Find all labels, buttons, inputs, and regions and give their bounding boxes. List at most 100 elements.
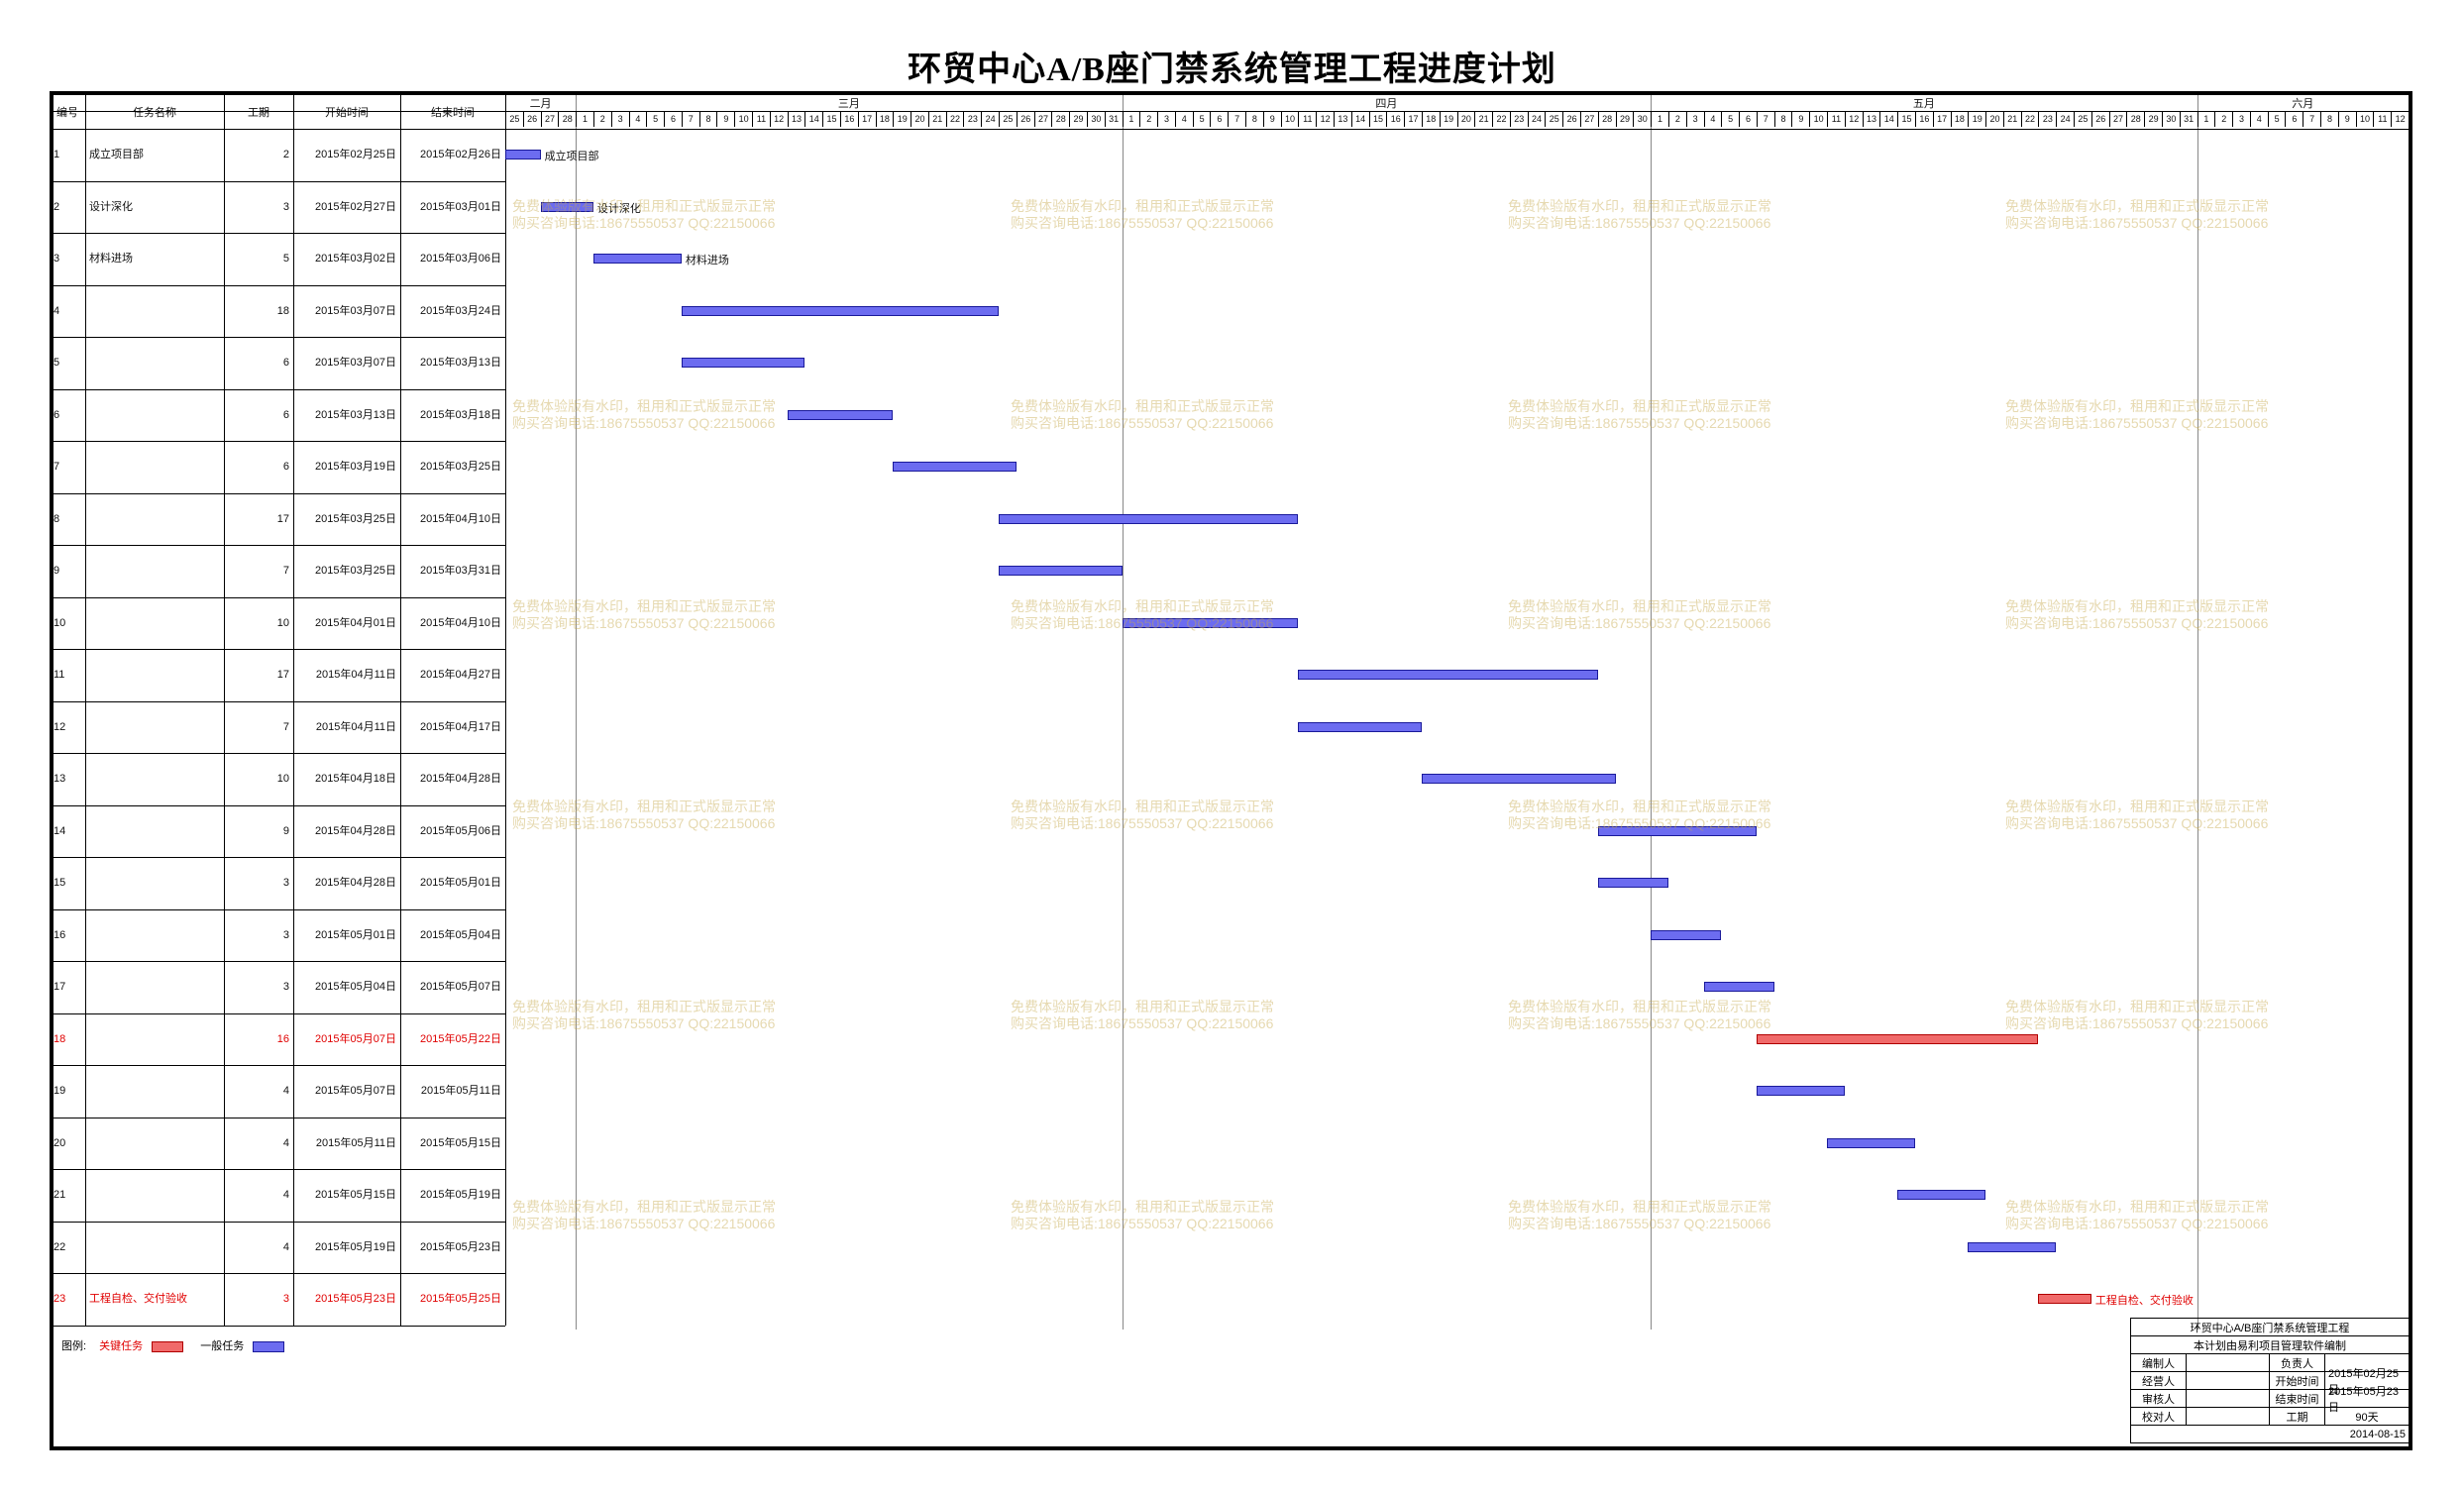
footer-key: 开始时间 xyxy=(2270,1372,2325,1389)
task-start: 2015年04月11日 xyxy=(315,720,396,733)
task-start: 2015年05月01日 xyxy=(315,928,396,941)
footer-value xyxy=(2187,1354,2270,1371)
task-start: 2015年03月13日 xyxy=(315,408,396,421)
task-name xyxy=(89,1013,220,1066)
footer-note: 本计划由易利项目管理软件编制 xyxy=(2131,1336,2410,1353)
day-header: 5 xyxy=(2267,111,2286,127)
task-duration: 7 xyxy=(282,720,289,733)
task-end: 2015年05月11日 xyxy=(420,1085,501,1098)
task-bar[interactable] xyxy=(681,358,805,369)
task-bar[interactable] xyxy=(2038,1294,2091,1305)
day-header: 2 xyxy=(2214,111,2232,127)
day-header: 6 xyxy=(1739,111,1757,127)
task-name: 设计深化 xyxy=(89,200,133,213)
task-num: 19 xyxy=(54,1085,66,1098)
day-header: 19 xyxy=(1439,111,1457,127)
task-duration: 3 xyxy=(282,200,289,213)
task-bar[interactable] xyxy=(1421,774,1616,785)
task-duration: 3 xyxy=(282,981,289,994)
month-divider xyxy=(1651,95,1653,1330)
task-duration: 10 xyxy=(276,773,289,786)
footer-value xyxy=(2187,1390,2270,1407)
day-header: 5 xyxy=(1721,111,1739,127)
day-header: 24 xyxy=(2056,111,2074,127)
task-duration: 17 xyxy=(276,512,289,525)
day-header: 9 xyxy=(2337,111,2356,127)
task-end: 2015年03月18日 xyxy=(420,408,501,421)
task-start: 2015年05月11日 xyxy=(315,1136,396,1149)
day-header: 2 xyxy=(1667,111,1686,127)
day-header: 7 xyxy=(2303,111,2320,127)
task-end: 2015年05月22日 xyxy=(420,1032,501,1045)
task-end: 2015年04月17日 xyxy=(420,720,501,733)
task-num: 7 xyxy=(54,461,60,474)
task-name xyxy=(89,1118,220,1170)
task-bar[interactable] xyxy=(1756,1033,2039,1044)
day-header: 4 xyxy=(1703,111,1722,127)
column-header-start: 开始时间 xyxy=(325,107,369,119)
column-divider xyxy=(224,91,225,1326)
task-duration: 4 xyxy=(282,1136,289,1149)
month-header: 三月 xyxy=(837,98,860,110)
chart-frame xyxy=(50,91,2412,1450)
day-header: 25 xyxy=(999,111,1017,127)
row-divider xyxy=(50,492,505,494)
task-name xyxy=(89,1065,220,1118)
column-header-duration: 工期 xyxy=(248,107,269,119)
row-divider xyxy=(50,649,505,650)
task-start: 2015年04月28日 xyxy=(315,824,396,837)
day-header: 25 xyxy=(505,111,523,127)
task-bar[interactable] xyxy=(1827,1137,1915,1148)
legend-normal-label: 一般任务 xyxy=(200,1340,245,1352)
day-header: 27 xyxy=(2108,111,2127,127)
row-divider xyxy=(50,441,505,442)
day-header: 8 xyxy=(1773,111,1792,127)
task-bar-label: 材料进场 xyxy=(685,255,729,267)
task-bar[interactable] xyxy=(1597,825,1757,836)
task-bar[interactable] xyxy=(1298,670,1598,681)
task-bar[interactable] xyxy=(681,305,1000,316)
task-name xyxy=(89,805,220,858)
task-bar[interactable] xyxy=(999,513,1299,524)
day-header: 9 xyxy=(1791,111,1809,127)
task-bar[interactable] xyxy=(505,150,541,160)
row-divider xyxy=(50,180,505,182)
task-bar[interactable] xyxy=(1756,1086,1845,1097)
task-end: 2015年04月27日 xyxy=(420,669,501,682)
task-bar-label: 设计深化 xyxy=(596,202,641,215)
day-header: 20 xyxy=(1985,111,2003,127)
task-bar[interactable] xyxy=(1122,617,1299,628)
task-bar[interactable] xyxy=(1968,1241,2057,1252)
task-bar[interactable] xyxy=(893,462,1017,473)
row-divider xyxy=(50,284,505,286)
day-header: 11 xyxy=(1827,111,1845,127)
day-header: 23 xyxy=(963,111,981,127)
task-duration: 16 xyxy=(276,1032,289,1045)
task-bar[interactable] xyxy=(1703,982,1774,993)
task-name xyxy=(89,493,220,546)
task-bar[interactable] xyxy=(999,566,1123,577)
task-end: 2015年05月01日 xyxy=(420,877,501,890)
task-duration: 3 xyxy=(282,877,289,890)
task-num: 18 xyxy=(54,1032,66,1045)
day-header: 11 xyxy=(752,111,770,127)
task-bar[interactable] xyxy=(787,409,894,420)
task-start: 2015年04月11日 xyxy=(315,669,396,682)
day-header: 18 xyxy=(1950,111,1969,127)
task-bar[interactable] xyxy=(1897,1190,1986,1201)
header-divider xyxy=(50,111,2412,112)
month-header: 二月 xyxy=(529,98,552,110)
task-bar[interactable] xyxy=(1597,878,1668,889)
task-bar[interactable] xyxy=(1298,721,1422,732)
task-duration: 2 xyxy=(282,149,289,161)
task-name xyxy=(89,857,220,909)
day-header: 16 xyxy=(1914,111,1933,127)
task-num: 11 xyxy=(54,669,65,682)
task-bar[interactable] xyxy=(1651,929,1722,940)
day-header: 29 xyxy=(1615,111,1634,127)
task-bar[interactable] xyxy=(540,201,593,212)
day-header: 22 xyxy=(1492,111,1510,127)
column-header-end: 结束时间 xyxy=(431,107,475,119)
task-bar[interactable] xyxy=(592,254,682,265)
